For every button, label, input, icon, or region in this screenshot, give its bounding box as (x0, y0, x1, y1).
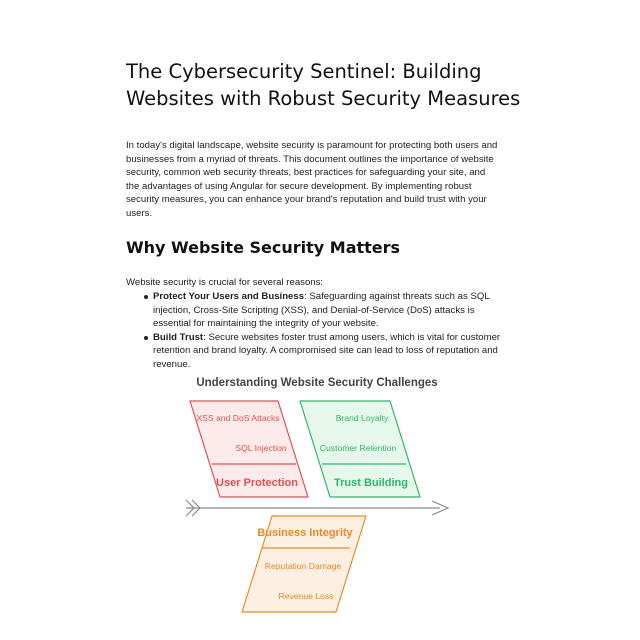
branch-item: XSS and DoS Attacks (196, 413, 279, 423)
bullet-text: : Secure websites foster trust among use… (153, 331, 501, 370)
branch-trust-building: Brand Loyalty Customer Retention Trust B… (299, 400, 421, 498)
section-heading: Why Website Security Matters (126, 238, 401, 257)
branch-item: Customer Retention (320, 443, 397, 453)
section-lead: Website security is crucial for several … (126, 277, 324, 288)
diagram-title: Understanding Website Security Challenge… (196, 377, 437, 389)
branch-item: Revenue Loss (279, 591, 334, 601)
branch-item: Brand Loyalty (336, 413, 389, 423)
branch-label: Business Integrity (257, 527, 353, 539)
branch-item: Reputation Damage (265, 561, 342, 571)
branch-shape (299, 400, 421, 498)
list-item: Build Trust: Secure websites foster trus… (144, 331, 512, 372)
branch-shape (189, 400, 309, 498)
fishbone-diagram: Understanding Website Security Challenge… (185, 377, 450, 613)
branch-item: SQL Injection (235, 443, 286, 453)
branch-business-integrity: Business Integrity Reputation Damage Rev… (241, 515, 367, 613)
list-item: Protect Your Users and Business: Safegua… (144, 290, 512, 331)
branch-shape (241, 515, 367, 613)
branch-label: Trust Building (334, 477, 408, 489)
intro-paragraph: In today's digital landscape, website se… (126, 140, 498, 219)
reasons-list: Protect Your Users and Business: Safegua… (144, 290, 512, 372)
branch-user-protection: XSS and DoS Attacks SQL Injection User P… (189, 400, 309, 498)
branch-label: User Protection (216, 477, 298, 489)
bullet-term: Build Trust (153, 331, 204, 343)
bullet-term: Protect Your Users and Business (153, 291, 305, 302)
document-title: The Cybersecurity Sentinel: Building Web… (126, 60, 521, 110)
spine (185, 499, 450, 517)
bullet-text: : Safeguarding against threats such as S… (153, 291, 490, 330)
